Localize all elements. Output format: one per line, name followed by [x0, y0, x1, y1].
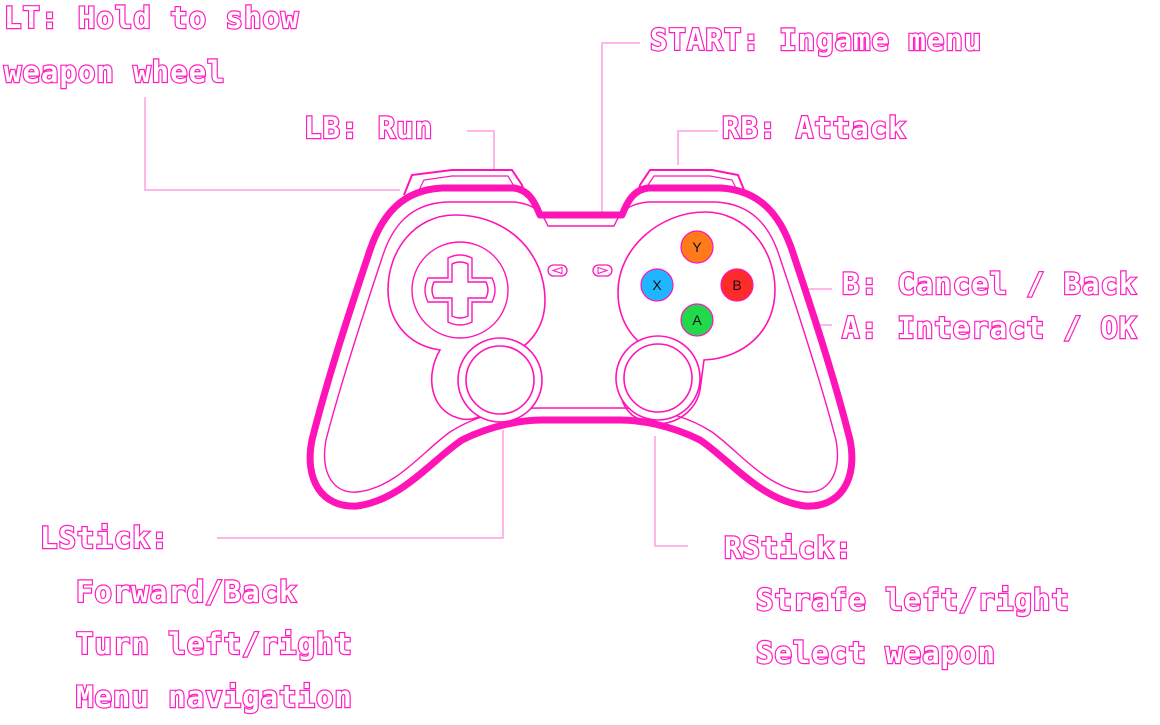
y-button[interactable]: Y [680, 230, 714, 264]
leader-lstick [217, 430, 504, 539]
rb-shoulder-inner [645, 175, 739, 193]
lb-shoulder-inner [417, 175, 516, 193]
a-button-label: A [692, 312, 702, 328]
label-lt-line2: weapon wheel [3, 54, 226, 90]
label-a: A: Interact / OK [841, 310, 1138, 346]
label-rstick-2: Select weapon [755, 635, 996, 671]
x-button[interactable]: X [640, 268, 674, 302]
label-lstick-1: Forward/Back [75, 574, 298, 610]
leader-lb [467, 130, 495, 170]
label-lstick-title: LStick: [39, 520, 170, 556]
left-stick[interactable] [457, 337, 543, 423]
controller-body [306, 184, 856, 510]
label-rstick-1: Strafe left/right [755, 582, 1070, 618]
right-triangle-icon[interactable] [592, 264, 613, 277]
leader-lt [144, 97, 400, 191]
label-lstick-3: Menu navigation [75, 679, 353, 715]
a-button[interactable]: A [680, 303, 714, 337]
left-cluster-ring [387, 214, 546, 421]
right-stick[interactable] [615, 335, 701, 421]
b-button[interactable]: B [720, 268, 754, 302]
label-lt-line1: LT: Hold to show [3, 0, 300, 36]
label-lb: LB: Run [303, 110, 434, 146]
dpad-icon[interactable] [411, 241, 509, 339]
leader-rb [677, 130, 718, 165]
x-button-label: X [652, 277, 662, 293]
controller-inner-outline [324, 201, 838, 493]
label-b: B: Cancel / Back [841, 266, 1138, 302]
left-triangle-icon[interactable] [547, 264, 568, 277]
label-rstick-title: RStick: [723, 530, 854, 566]
y-button-label: Y [692, 239, 702, 255]
leader-rstick [654, 436, 688, 547]
label-lstick-2: Turn left/right [75, 626, 353, 662]
leader-start [601, 42, 640, 248]
label-rb: RB: Attack [721, 110, 907, 146]
b-button-label: B [732, 277, 741, 293]
right-cluster-ring [617, 211, 776, 425]
label-start: START: Ingame menu [649, 22, 983, 58]
